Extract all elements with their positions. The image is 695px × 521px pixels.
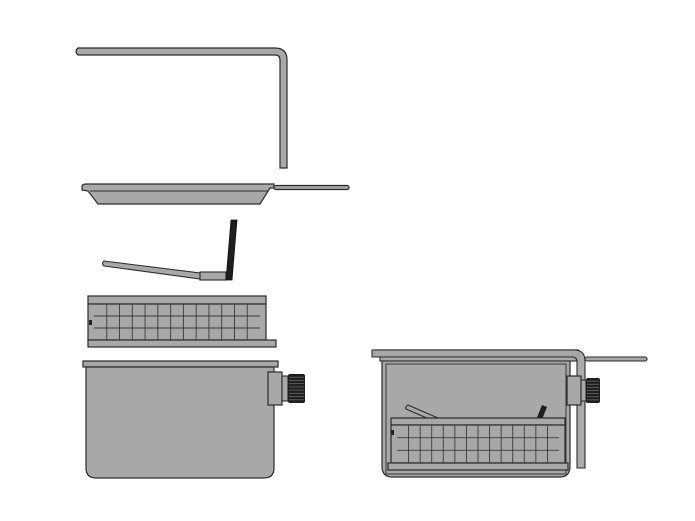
skewer-rod xyxy=(101,219,238,281)
basket-mesh-grid xyxy=(397,425,559,463)
mesh-basket xyxy=(87,295,277,348)
shallow-pan xyxy=(81,183,350,205)
assembled-unit xyxy=(371,349,648,478)
basket-mesh-grid xyxy=(94,304,260,340)
knob-icon xyxy=(586,378,600,403)
knob-icon xyxy=(288,374,305,403)
bent-handle-rod xyxy=(75,47,288,169)
container-body xyxy=(82,360,305,479)
